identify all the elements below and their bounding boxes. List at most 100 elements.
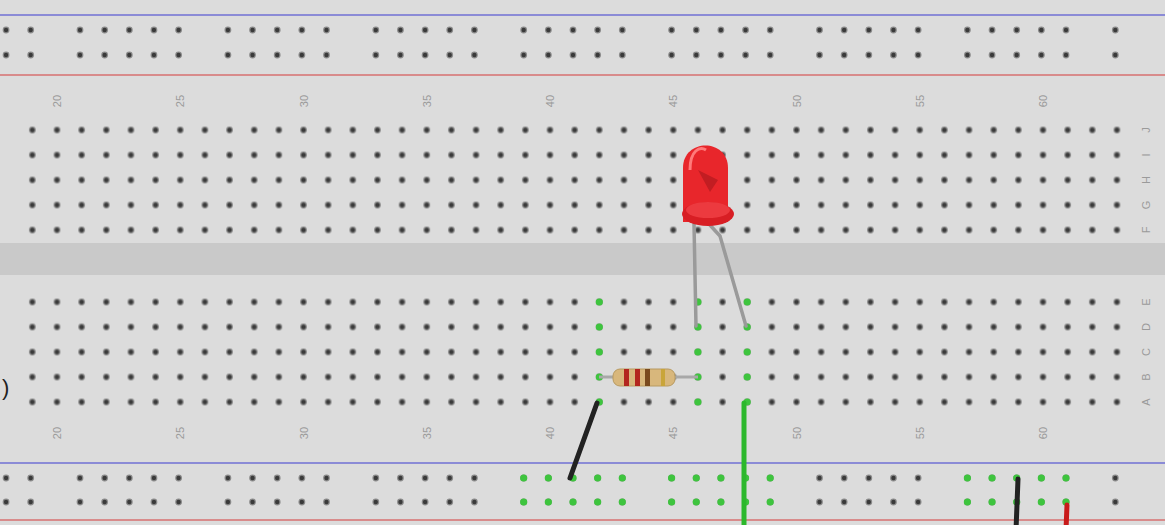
rail-hole [570, 27, 577, 34]
rail-hole [817, 28, 821, 32]
column-number: 55 [914, 95, 926, 107]
rail-hole [372, 499, 379, 506]
resistor-symbol [599, 369, 698, 386]
rail-hole [422, 499, 429, 506]
connected-hole [1038, 474, 1045, 481]
rail-line-blue [0, 15, 1165, 16]
rail-hole [842, 476, 846, 480]
connected-hole [594, 474, 601, 481]
row-letter: A [1140, 398, 1152, 405]
rail-hole [151, 52, 158, 59]
hole-grid [20, 118, 1128, 243]
rail-hole [668, 475, 675, 482]
rail-hole [101, 475, 108, 482]
rail-hole [397, 27, 404, 34]
rail-hole [448, 53, 452, 57]
connected-hole [569, 498, 576, 505]
rail-hole [890, 475, 897, 482]
rail-hole [742, 27, 749, 34]
rail-hole [891, 476, 895, 480]
column-number: 45 [667, 95, 679, 107]
connected-hole [693, 474, 700, 481]
connected-hole [744, 348, 751, 355]
rail-hole [275, 53, 279, 57]
rail-line-blue [0, 463, 1165, 464]
connected-holes [520, 298, 1069, 505]
rail-hole [226, 28, 230, 32]
rail-hole [29, 500, 33, 504]
rail-hole [816, 475, 823, 482]
rail-hole [250, 476, 254, 480]
rail-hole [372, 27, 379, 34]
connected-hole [545, 474, 552, 481]
connected-hole [744, 298, 751, 305]
rail-hole [323, 499, 330, 506]
rail-hole [867, 28, 871, 32]
rail-hole [398, 500, 402, 504]
rail-hole [619, 52, 626, 59]
rail-hole [127, 28, 131, 32]
rail-hole [77, 475, 84, 482]
black-wire [1016, 479, 1018, 525]
rail-hole [250, 500, 254, 504]
rail-hole [423, 500, 427, 504]
rail-hole [964, 52, 971, 59]
rail-hole [620, 53, 624, 57]
rail-hole [571, 28, 575, 32]
rail-hole [1039, 53, 1043, 57]
column-number: 35 [421, 95, 433, 107]
rail-hole [817, 476, 821, 480]
rail-hole [669, 53, 673, 57]
rail-hole [446, 475, 453, 482]
rail-hole [398, 476, 402, 480]
rail-hole [446, 27, 453, 34]
rail-hole [29, 28, 33, 32]
rail-hole [1112, 52, 1119, 59]
connected-hole [694, 348, 701, 355]
rail-hole [398, 28, 402, 32]
rail-hole [619, 499, 626, 506]
rail-hole [865, 52, 872, 59]
rail-hole [520, 27, 527, 34]
rail-hole [176, 500, 180, 504]
rail-hole [1113, 476, 1117, 480]
rail-hole [890, 499, 897, 506]
rail-hole [545, 499, 552, 506]
column-number: 20 [51, 95, 63, 107]
red-wire [1066, 505, 1067, 525]
rail-hole [102, 28, 106, 32]
rail-hole [446, 52, 453, 59]
rail-hole [693, 52, 700, 59]
rail-hole [176, 476, 180, 480]
rail-hole [669, 28, 673, 32]
rail-hole [520, 475, 527, 482]
rail-hole [29, 53, 33, 57]
column-number: 25 [174, 95, 186, 107]
rail-hole [545, 475, 552, 482]
rail-hole [1113, 500, 1117, 504]
rail-hole [374, 500, 378, 504]
rail-hole [78, 476, 82, 480]
rail-hole [594, 52, 601, 59]
connected-hole [545, 498, 552, 505]
column-number: 60 [1037, 95, 1049, 107]
rail-hole [693, 27, 700, 34]
rail-hole [152, 28, 156, 32]
rail-hole [472, 53, 476, 57]
connected-hole [767, 474, 774, 481]
rail-hole [275, 500, 279, 504]
rail-hole [767, 27, 774, 34]
rail-hole [323, 27, 330, 34]
connected-hole [717, 498, 724, 505]
column-number: 40 [544, 427, 556, 439]
rail-hole [694, 28, 698, 32]
rail-hole [1063, 27, 1070, 34]
rail-hole [743, 28, 747, 32]
rail-hole [594, 27, 601, 34]
rail-hole [397, 499, 404, 506]
rail-hole [423, 53, 427, 57]
row-letter: J [1140, 127, 1152, 133]
rail-hole [3, 475, 10, 482]
rail-hole [471, 499, 478, 506]
rail-hole [842, 28, 846, 32]
